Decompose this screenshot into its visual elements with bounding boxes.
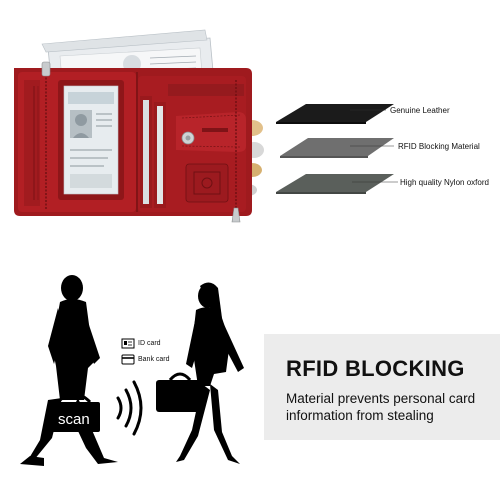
- briefcase: [156, 372, 204, 412]
- layer-label-genuine-leather: Genuine Leather: [390, 106, 450, 115]
- info-title: RFID BLOCKING: [286, 356, 465, 381]
- scan-bag: [48, 402, 100, 432]
- wallet-body: [14, 61, 252, 223]
- product-section: Genuine Leather RFID Blocking Material H…: [14, 29, 489, 223]
- rfid-scene: ID card Bank card scan RFID BLOCKING Mat…: [0, 250, 500, 500]
- legend-bank-card: Bank card: [138, 356, 170, 363]
- layer-label-rfid-material: RFID Blocking Material: [398, 142, 480, 151]
- scene-illustration: [20, 275, 244, 466]
- signal-waves-icon: [116, 380, 143, 436]
- leather-layer: [276, 104, 394, 122]
- scan-label: scan: [58, 411, 90, 428]
- rfid-info-panel: RFID BLOCKING Material prevents personal…: [264, 334, 500, 440]
- bank-card-icon: [121, 354, 135, 365]
- woman-silhouette: [176, 282, 244, 464]
- nylon-layer: [276, 174, 394, 192]
- info-description: Material prevents personal card informat…: [286, 391, 476, 423]
- rfid-layer: [280, 138, 394, 156]
- legend-id-card: ID card: [138, 340, 161, 347]
- man-silhouette: [20, 275, 118, 466]
- id-card-icon: [121, 338, 135, 349]
- material-layers-diagram: [276, 104, 398, 194]
- wallet-illustration: [14, 29, 264, 223]
- layer-label-nylon-oxford: High quality Nylon oxford: [400, 178, 489, 187]
